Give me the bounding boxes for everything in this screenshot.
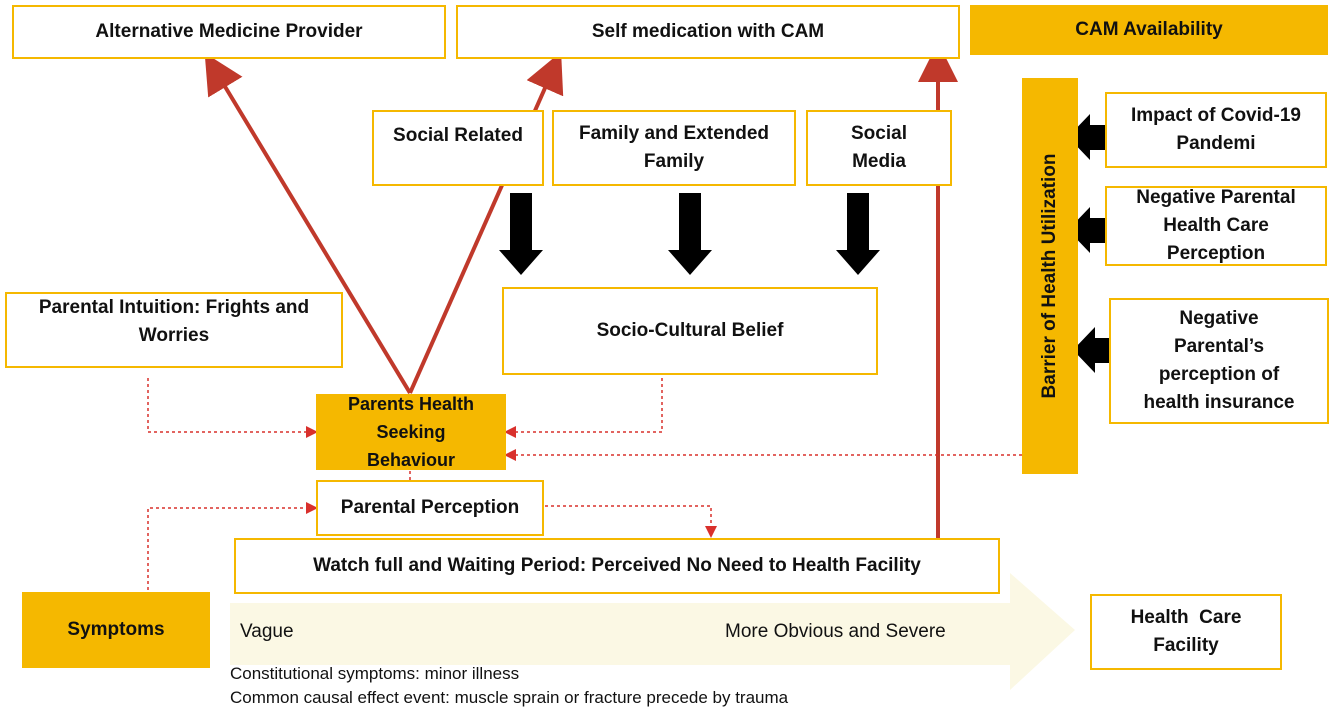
social-related-label: Social Related: [393, 125, 523, 146]
family-extended-box: Family and Extended Family: [552, 110, 796, 186]
insurance-perception-box: Negative Parental’s perception of health…: [1109, 298, 1329, 424]
cam-availability-box: CAM Availability: [970, 5, 1328, 55]
arrow-to-alternative-provider: [204, 52, 412, 395]
symptoms-box: Symptoms: [22, 592, 210, 668]
parental-intuition-box: Parental Intuition: Frights and Worries: [5, 292, 343, 368]
severe-label: More Obvious and Severe: [725, 621, 946, 642]
arrow-covid-left: [1068, 114, 1105, 160]
socio-cultural-belief-label: Socio-Cultural Belief: [596, 320, 784, 341]
social-media-label: Social Media: [851, 123, 907, 172]
socio-cultural-belief-box: Socio-Cultural Belief: [502, 287, 878, 375]
family-extended-label: Family and Extended Family: [578, 123, 770, 172]
health-care-facility-box: Health Care Facility: [1090, 594, 1282, 670]
arrow-social-related-down: [499, 193, 543, 275]
arrow-family-down: [668, 193, 712, 275]
self-medication-label: Self medication with CAM: [591, 21, 825, 42]
arrow-social-media-down: [836, 193, 880, 275]
self-medication-box: Self medication with CAM: [456, 5, 960, 59]
parental-perception-box: Parental Perception: [316, 480, 544, 536]
health-seeking-label: Parents Health Seeking Behaviour: [347, 394, 475, 470]
alternative-provider-box: Alternative Medicine Provider: [12, 5, 446, 59]
arrow-negative-perception-left: [1068, 207, 1105, 253]
dotted-belief-to-hsb: [504, 378, 663, 438]
severity-band-arrow: [230, 573, 1075, 690]
arrow-insurance-left: [1073, 327, 1112, 373]
social-media-box: Social Media: [806, 110, 952, 186]
dotted-perception-to-watchful: [545, 505, 717, 538]
covid-impact-label: Impact of Covid-19 Pandemi: [1131, 105, 1301, 154]
health-care-facility-label: Health Care Facility: [1130, 607, 1247, 656]
barrier-label: Barrier of Health Utilization: [1039, 153, 1060, 399]
insurance-perception-label: Negative Parental’s perception of health…: [1143, 308, 1295, 413]
health-seeking-box: Parents Health Seeking Behaviour: [316, 394, 506, 470]
negative-perception-box: Negative Parental Health Care Perception: [1105, 186, 1327, 266]
parental-perception-label: Parental Perception: [340, 497, 520, 518]
note-causal-event: Common causal effect event: muscle sprai…: [230, 688, 789, 707]
dotted-intuition-to-hsb: [147, 378, 318, 438]
barrier-column: Barrier of Health Utilization: [1022, 78, 1078, 474]
covid-impact-box: Impact of Covid-19 Pandemi: [1105, 92, 1327, 168]
vague-label: Vague: [240, 621, 294, 642]
symptoms-label: Symptoms: [67, 619, 165, 640]
cam-availability-label: CAM Availability: [1075, 19, 1223, 40]
note-constitutional: Constitutional symptoms: minor illness: [230, 664, 520, 683]
negative-perception-label: Negative Parental Health Care Perception: [1136, 187, 1296, 264]
parental-intuition-label: Parental Intuition: Frights and Worries: [38, 297, 310, 346]
social-related-box: Social Related: [372, 110, 544, 186]
watchful-waiting-label: Watch full and Waiting Period: Perceived…: [313, 555, 921, 576]
watchful-waiting-box: Watch full and Waiting Period: Perceived…: [234, 538, 1000, 594]
alternative-provider-label: Alternative Medicine Provider: [95, 21, 363, 42]
